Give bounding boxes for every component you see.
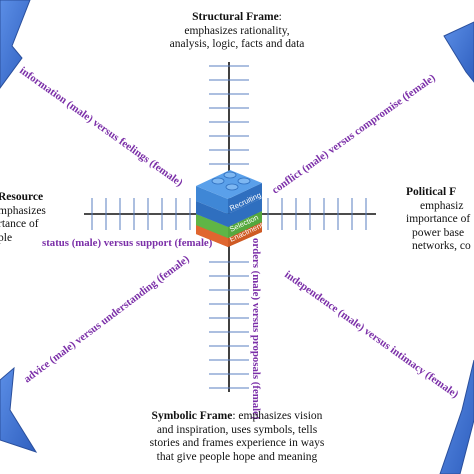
arrow-top-right — [443, 21, 474, 83]
structural-frame-title: Structural Frame — [192, 11, 279, 23]
human-resource-line-1: mphasizes — [0, 204, 46, 217]
arrow-top-left — [0, 0, 31, 89]
symbolic-line-4: that give people hope and meaning — [156, 450, 318, 463]
human-resource-frame-title: Resource — [0, 191, 44, 203]
symbolic-frame-text: Symbolic Frame: emphasizes vision and in… — [106, 410, 368, 464]
symbolic-line-1: : emphasizes vision — [232, 410, 323, 422]
structural-line-2: analysis, logic, facts and data — [169, 38, 305, 50]
structural-frame-text: Structural Frame: emphasizes rationality… — [130, 11, 344, 52]
political-line-4: networks, co — [412, 240, 471, 252]
human-resource-line-3: ple — [0, 231, 13, 244]
axis-label-sw: advice (male) versus understanding (fema… — [22, 253, 192, 386]
symbolic-line-3: stories and frames experience in ways — [149, 437, 325, 449]
axis-label-ne: conflict (male) versus compromise (femal… — [270, 72, 438, 197]
axis-label-nw: information (male) versus feelings (fema… — [17, 65, 185, 190]
political-line-2: importance of — [406, 213, 471, 225]
political-line-1: emphasiz — [420, 199, 464, 212]
vertical-axis — [209, 62, 249, 392]
symbolic-frame-title: Symbolic Frame — [151, 410, 233, 422]
symbolic-line-2: and inspiration, uses symbols, tells — [156, 423, 318, 436]
axis-label-s: orders (male) versus proposals (female) — [250, 238, 262, 420]
layer-recruiting: Recruiting — [196, 170, 262, 227]
arrow-bottom-left — [0, 366, 38, 453]
stacked-block: Enactment Selection Recruiting — [196, 170, 265, 247]
axis-label-w: status (male) versus support (female) — [42, 237, 213, 249]
structural-frame-colon: : — [278, 11, 282, 23]
arrow-bottom-right — [439, 359, 474, 474]
human-resource-frame-text: Resource mphasizes rtance of ple — [0, 191, 88, 245]
human-resource-line-2: rtance of — [0, 218, 39, 230]
political-frame-title: Political F — [406, 186, 457, 198]
political-line-3: power base — [412, 226, 465, 239]
axis-label-se: independence (male) versus intimacy (fem… — [282, 269, 461, 401]
structural-line-1: emphasizes rationality, — [184, 24, 290, 37]
political-frame-text: Political F emphasiz importance of power… — [406, 186, 474, 254]
